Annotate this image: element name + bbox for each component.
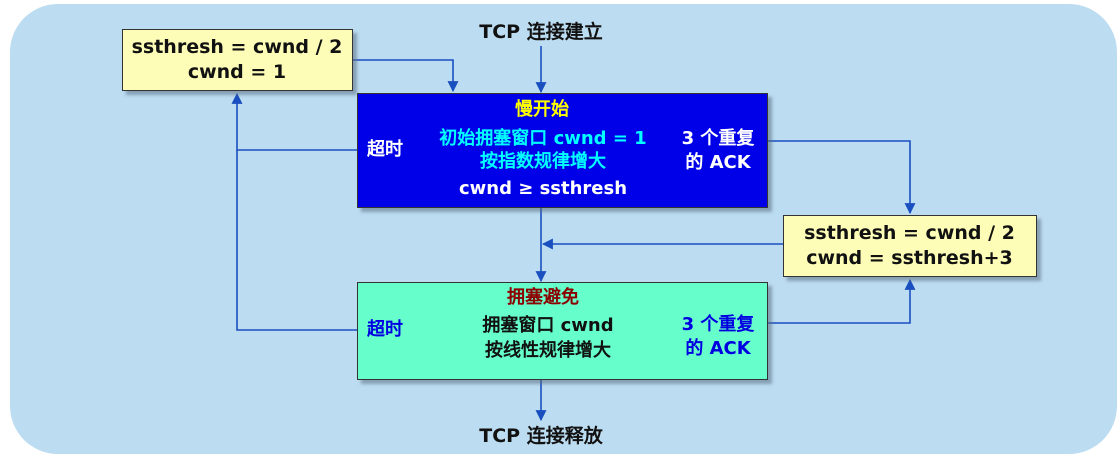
congestion-avoidance-dup-ack-line2: 的 ACK [685,338,751,359]
slow-start-title: 慢开始 [515,99,569,120]
fast-recovery-ssthresh: ssthresh = cwnd / 2 [804,222,1015,244]
fast-recovery-cwnd: cwnd = ssthresh+3 [806,247,1013,269]
timeout-reset-ssthresh: ssthresh = cwnd / 2 [131,36,343,58]
timeout-reset-box: ssthresh = cwnd / 2 cwnd = 1 [122,29,353,91]
fast-recovery-box: ssthresh = cwnd / 2 cwnd = ssthresh+3 [783,215,1037,277]
congestion-avoidance-dup-ack-line1: 3 个重复 [681,314,755,335]
congestion-avoidance-linear: 按线性规律增大 [485,340,611,361]
slow-start-initial-cwnd: 初始拥塞窗口 cwnd = 1 [439,128,647,149]
arrow-avoidance-timeout [236,150,357,331]
arrow-timeout-loop [231,92,357,151]
timeout-reset-cwnd: cwnd = 1 [187,61,287,83]
arrow-reset-to-slow-start [353,59,459,93]
slow-start-exponential: 按指数规律增大 [480,151,606,172]
start-label: TCP 连接建立 [479,21,603,43]
congestion-avoidance-timeout-label: 超时 [367,319,403,340]
arrow-avoidance-dupack [768,278,916,324]
congestion-avoidance-cwnd: 拥塞窗口 cwnd [482,315,614,336]
slow-start-dup-ack-line1: 3 个重复 [681,128,755,149]
congestion-avoidance-box: 拥塞避免 拥塞窗口 cwnd 按线性规律增大 超时 3 个重复 的 ACK [357,282,768,380]
slow-start-threshold-condition: cwnd ≥ ssthresh [458,178,628,199]
congestion-avoidance-title: 拥塞避免 [507,287,579,308]
slow-start-timeout-label: 超时 [367,139,403,160]
slow-start-box: 慢开始 初始拥塞窗口 cwnd = 1 按指数规律增大 cwnd ≥ ssthr… [357,93,768,208]
end-label: TCP 连接释放 [479,425,603,447]
slow-start-dup-ack-line2: 的 ACK [685,152,751,173]
arrow-dupack-to-fast-recovery [768,140,916,215]
